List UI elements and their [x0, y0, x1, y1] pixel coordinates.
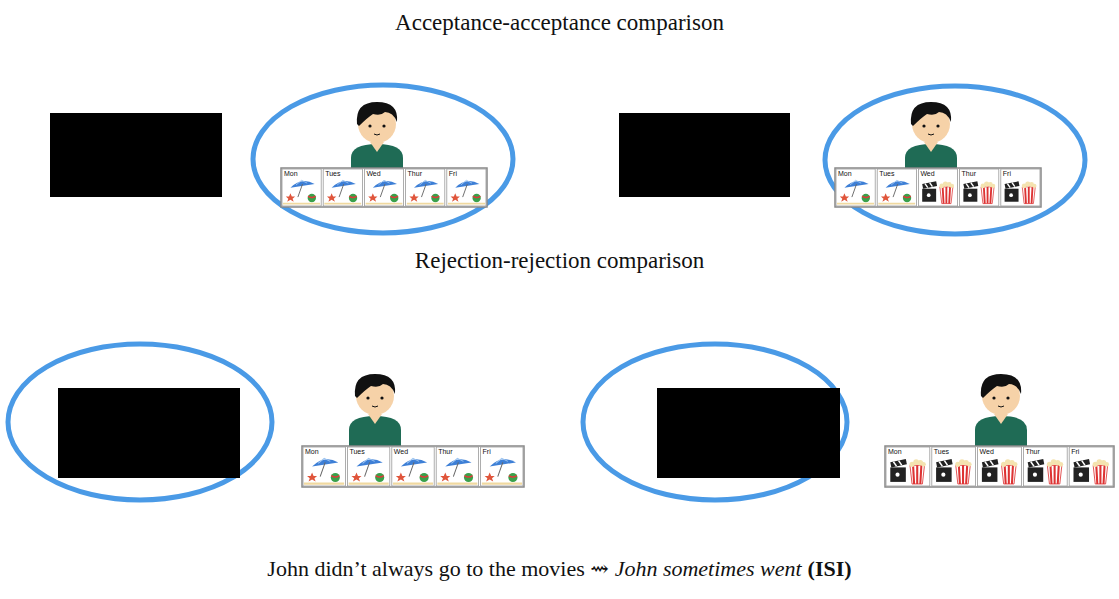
- calendar-cell: [1001, 169, 1040, 206]
- day-label: Fri: [483, 448, 491, 456]
- calendar-cell: [392, 447, 434, 486]
- day-label: Mon: [305, 448, 319, 456]
- boy-figure: [905, 102, 957, 176]
- movie-icon: [936, 459, 972, 484]
- movie-icon: [1028, 459, 1064, 484]
- calendar-cell: [1069, 447, 1113, 486]
- caption-row: John didn’t always go to the movies ⇝ Joh…: [0, 556, 1119, 582]
- calendar-cell: [877, 169, 916, 206]
- caption-text: John didn’t always go to the movies ⇝: [267, 556, 608, 582]
- movie-icon: [1073, 459, 1109, 484]
- beach-icon: [365, 180, 402, 203]
- section-heading: Acceptance-acceptance comparison: [395, 10, 724, 36]
- beach-icon: [407, 180, 444, 203]
- selection-ellipse: [8, 344, 272, 500]
- calendar-cell: [836, 169, 875, 206]
- day-label: Mon: [888, 448, 902, 456]
- calendar-cell: [960, 169, 999, 206]
- day-label: Fri: [449, 170, 457, 178]
- movie-icon: [982, 459, 1018, 484]
- day-label: Wed: [394, 448, 408, 456]
- beach-icon: [393, 458, 433, 483]
- day-label: Mon: [284, 170, 298, 178]
- beach-icon: [878, 180, 915, 203]
- calendar-cell: [323, 169, 362, 206]
- black-box: [58, 388, 240, 478]
- calendar-cell: [303, 447, 345, 486]
- caption-text: (ISI): [808, 556, 852, 582]
- calendar-strip: [835, 168, 1041, 207]
- day-label: Fri: [1003, 170, 1011, 178]
- day-label: Tues: [934, 448, 949, 456]
- movie-icon: [922, 181, 954, 203]
- selection-ellipse: [583, 344, 847, 500]
- day-label: Tues: [325, 170, 340, 178]
- day-label: Mon: [838, 170, 852, 178]
- movie-icon: [890, 459, 926, 484]
- day-label: Tues: [879, 170, 894, 178]
- beach-icon: [448, 180, 485, 203]
- black-box: [657, 388, 840, 478]
- beach-icon: [348, 458, 388, 483]
- calendar-cell: [932, 447, 976, 486]
- calendar-strip: [885, 446, 1114, 487]
- beach-icon: [283, 180, 320, 203]
- calendar-cell: [406, 169, 445, 206]
- beach-icon: [837, 180, 874, 203]
- calendar-cell: [978, 447, 1022, 486]
- movie-icon: [1005, 181, 1037, 203]
- day-label: Thur: [408, 170, 422, 178]
- black-box: [50, 113, 222, 197]
- day-label: Tues: [349, 448, 364, 456]
- beach-icon: [482, 458, 522, 483]
- day-label: Fri: [1071, 448, 1079, 456]
- calendar-strip: [302, 446, 524, 487]
- calendar-cell: [447, 169, 486, 206]
- selection-ellipse: [825, 86, 1085, 234]
- calendar-cell: [436, 447, 478, 486]
- calendar-strip: [281, 168, 487, 207]
- day-label: Thur: [438, 448, 452, 456]
- boy-figure: [351, 102, 403, 176]
- calendar-cell: [364, 169, 403, 206]
- beach-icon: [324, 180, 361, 203]
- calendar-cell: [347, 447, 389, 486]
- beach-icon: [304, 458, 344, 483]
- day-label: Thur: [1025, 448, 1039, 456]
- day-label: Wed: [366, 170, 380, 178]
- boy-figure: [975, 374, 1027, 448]
- day-label: Wed: [980, 448, 994, 456]
- calendar-cell: [481, 447, 523, 486]
- black-box: [619, 113, 790, 197]
- day-label: Thur: [962, 170, 976, 178]
- movie-icon: [963, 181, 995, 203]
- calendar-cell: [918, 169, 957, 206]
- calendar-cell: [886, 447, 930, 486]
- calendar-cell: [282, 169, 321, 206]
- caption-text: John sometimes went: [615, 556, 802, 582]
- day-label: Wed: [920, 170, 934, 178]
- boy-figure: [349, 374, 401, 448]
- selection-ellipse: [253, 85, 513, 233]
- section-heading: Rejection-rejection comparison: [415, 248, 704, 274]
- calendar-cell: [1023, 447, 1067, 486]
- beach-icon: [437, 458, 477, 483]
